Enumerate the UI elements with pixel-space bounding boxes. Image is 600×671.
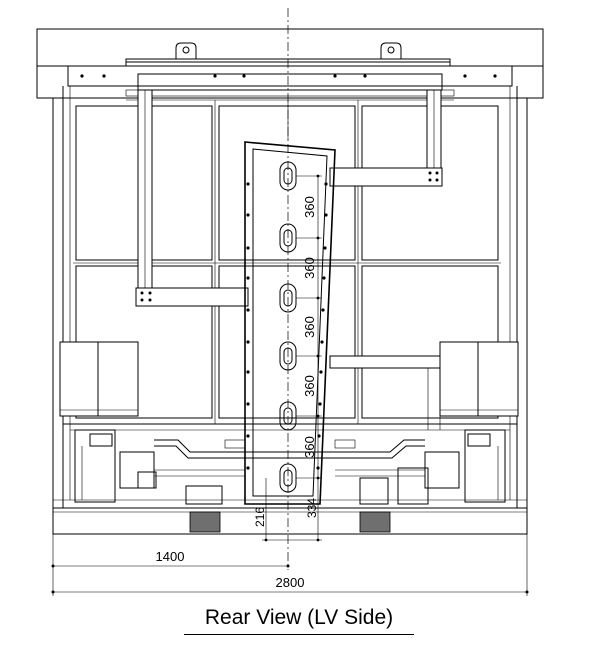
lifting-lug-left xyxy=(175,42,197,60)
dim-label-216: 216 xyxy=(253,507,267,527)
lifting-lug-right xyxy=(380,42,402,60)
pitch-label-3: 360 xyxy=(302,316,317,338)
dim-label-1400: 1400 xyxy=(156,549,185,564)
pitch-label-2: 360 xyxy=(302,257,317,279)
roof-canopy xyxy=(36,28,544,99)
pitch-label-1: 360 xyxy=(302,196,317,218)
right-bracket-arm-lower xyxy=(329,355,443,430)
left-vertical-rail xyxy=(137,89,153,291)
dim-label-2800: 2800 xyxy=(276,575,305,590)
pitch-dimension-chain: 360 360 360 360 360 xyxy=(296,174,322,480)
pitch-label-5: 360 xyxy=(302,436,317,458)
header-beam xyxy=(125,73,455,101)
roof-bolts xyxy=(80,74,497,78)
enclosure-frame xyxy=(52,86,528,508)
left-side-cabinet xyxy=(59,341,139,417)
lv-bushing-plate xyxy=(244,141,336,505)
view-caption: Rear View (LV Side) xyxy=(184,606,414,635)
width-dimensions: 1400 2800 xyxy=(51,534,529,596)
right-bracket-arm-upper xyxy=(329,167,443,187)
right-side-cabinet xyxy=(439,341,519,417)
left-bracket-arm xyxy=(135,287,249,307)
dim-label-334: 334 xyxy=(305,498,319,518)
pitch-label-4: 360 xyxy=(302,375,317,397)
base-skid xyxy=(52,499,528,535)
bottom-height-dimensions: 216 334 xyxy=(253,478,322,542)
